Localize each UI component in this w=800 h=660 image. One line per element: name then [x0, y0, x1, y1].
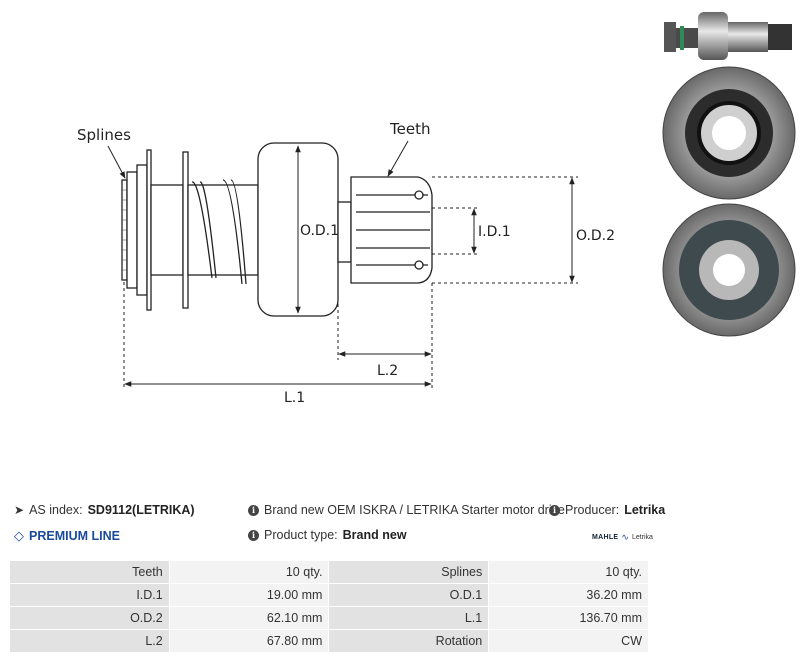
technical-drawing: Splines Teeth O.D.1 I.D.1 O.D.2 L.2 L.1 [77, 8, 796, 406]
od1-label: O.D.1 [300, 223, 339, 239]
as-index-value: SD9112(LETRIKA) [87, 503, 195, 517]
spec-value: 67.80 mm [168, 629, 330, 653]
info-icon: i [549, 504, 560, 516]
product-photo-back [662, 203, 796, 337]
brand-logo: MAHLE ∿ Letrika [592, 532, 653, 543]
od2-label: O.D.2 [576, 228, 615, 244]
spec-value: 10 qty. [488, 560, 649, 584]
tags-icon: ➤ [14, 503, 25, 517]
splines-label: Splines [77, 126, 131, 144]
producer: i Producer: Letrika [549, 503, 665, 517]
premium-line-label: PREMIUM LINE [29, 529, 120, 543]
id1-label: I.D.1 [478, 224, 511, 240]
spec-table: Teeth 10 qty. Splines 10 qty. I.D.1 19.0… [9, 560, 649, 653]
spec-key: L.2 [9, 629, 170, 653]
l2-label: L.2 [377, 363, 398, 379]
spec-value: 136.70 mm [488, 606, 649, 630]
spec-value: 10 qty. [168, 560, 330, 584]
spec-key: L.1 [328, 606, 490, 630]
product-info: ➤ AS index: SD9112(LETRIKA) i Brand new … [14, 503, 665, 551]
letrika-wave-icon: ∿ [621, 532, 629, 542]
premium-line: ◇ PREMIUM LINE [14, 528, 120, 544]
product-photo-side [660, 8, 795, 68]
table-row: Teeth 10 qty. Splines 10 qty. [9, 560, 649, 584]
l1-label: L.1 [284, 390, 305, 406]
logo-mahle: MAHLE [592, 534, 619, 541]
teeth-label: Teeth [389, 120, 430, 138]
dimension-lines [107, 140, 578, 390]
producer-value: Letrika [624, 503, 666, 517]
product-type-value: Brand new [342, 528, 407, 542]
drive-outline [121, 142, 433, 317]
product-type-label: Product type: [264, 528, 338, 542]
product-type: i Product type: Brand new [248, 528, 407, 542]
description-text: Brand new OEM ISKRA / LETRIKA Starter mo… [264, 503, 565, 517]
spec-key: O.D.2 [9, 606, 170, 630]
logo-letrika: Letrika [631, 534, 653, 541]
product-photo-front [662, 66, 796, 200]
spec-key: Rotation [328, 629, 490, 653]
spec-value: 19.00 mm [168, 583, 330, 607]
as-index: ➤ AS index: SD9112(LETRIKA) [14, 503, 195, 517]
producer-label: Producer: [565, 503, 620, 517]
spec-key: O.D.1 [328, 583, 490, 607]
spec-value: CW [488, 629, 649, 653]
spline-hatch [122, 189, 127, 271]
info-icon: i [248, 504, 259, 516]
description: i Brand new OEM ISKRA / LETRIKA Starter … [248, 503, 565, 517]
spec-value: 62.10 mm [168, 606, 330, 630]
diamond-icon: ◇ [14, 528, 24, 543]
spec-key: I.D.1 [9, 583, 170, 607]
as-index-label: AS index: [29, 503, 83, 517]
spec-value: 36.20 mm [488, 583, 649, 607]
info-icon: i [248, 529, 259, 541]
table-row: I.D.1 19.00 mm O.D.1 36.20 mm [9, 583, 649, 607]
table-row: L.2 67.80 mm Rotation CW [9, 629, 649, 653]
spec-key: Splines [328, 560, 490, 584]
table-row: O.D.2 62.10 mm L.1 136.70 mm [9, 606, 649, 630]
spec-key: Teeth [9, 560, 170, 584]
